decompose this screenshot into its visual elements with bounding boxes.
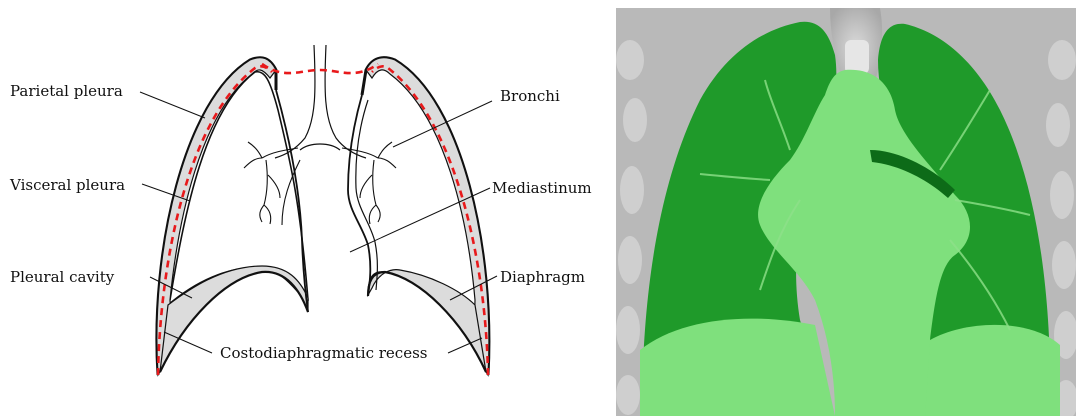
right-mediastinal-edge xyxy=(348,95,370,296)
trachea-left-wall xyxy=(275,45,315,158)
carina xyxy=(300,144,340,150)
label-diaphragm: Diaphragm xyxy=(500,268,585,286)
label-bronchi: Bronchi xyxy=(500,87,560,105)
label-pleural-cavity: Pleural cavity xyxy=(10,268,115,286)
label-visceral-pleura: Visceral pleura xyxy=(9,176,125,194)
label-recess: Costodiaphragmatic recess xyxy=(220,344,427,362)
label-parietal-pleura: Parietal pleura xyxy=(10,82,123,100)
leader-parietal xyxy=(140,92,205,118)
pleura-schematic: Parietal pleura Visceral pleura Pleural … xyxy=(9,45,592,375)
top-dashed-arc xyxy=(262,64,378,73)
diaphragm-segment xyxy=(640,319,835,416)
ct-segmentation-image xyxy=(616,8,1076,416)
label-mediastinum: Mediastinum xyxy=(492,179,592,197)
diaphragm-segment-right xyxy=(925,325,1060,416)
